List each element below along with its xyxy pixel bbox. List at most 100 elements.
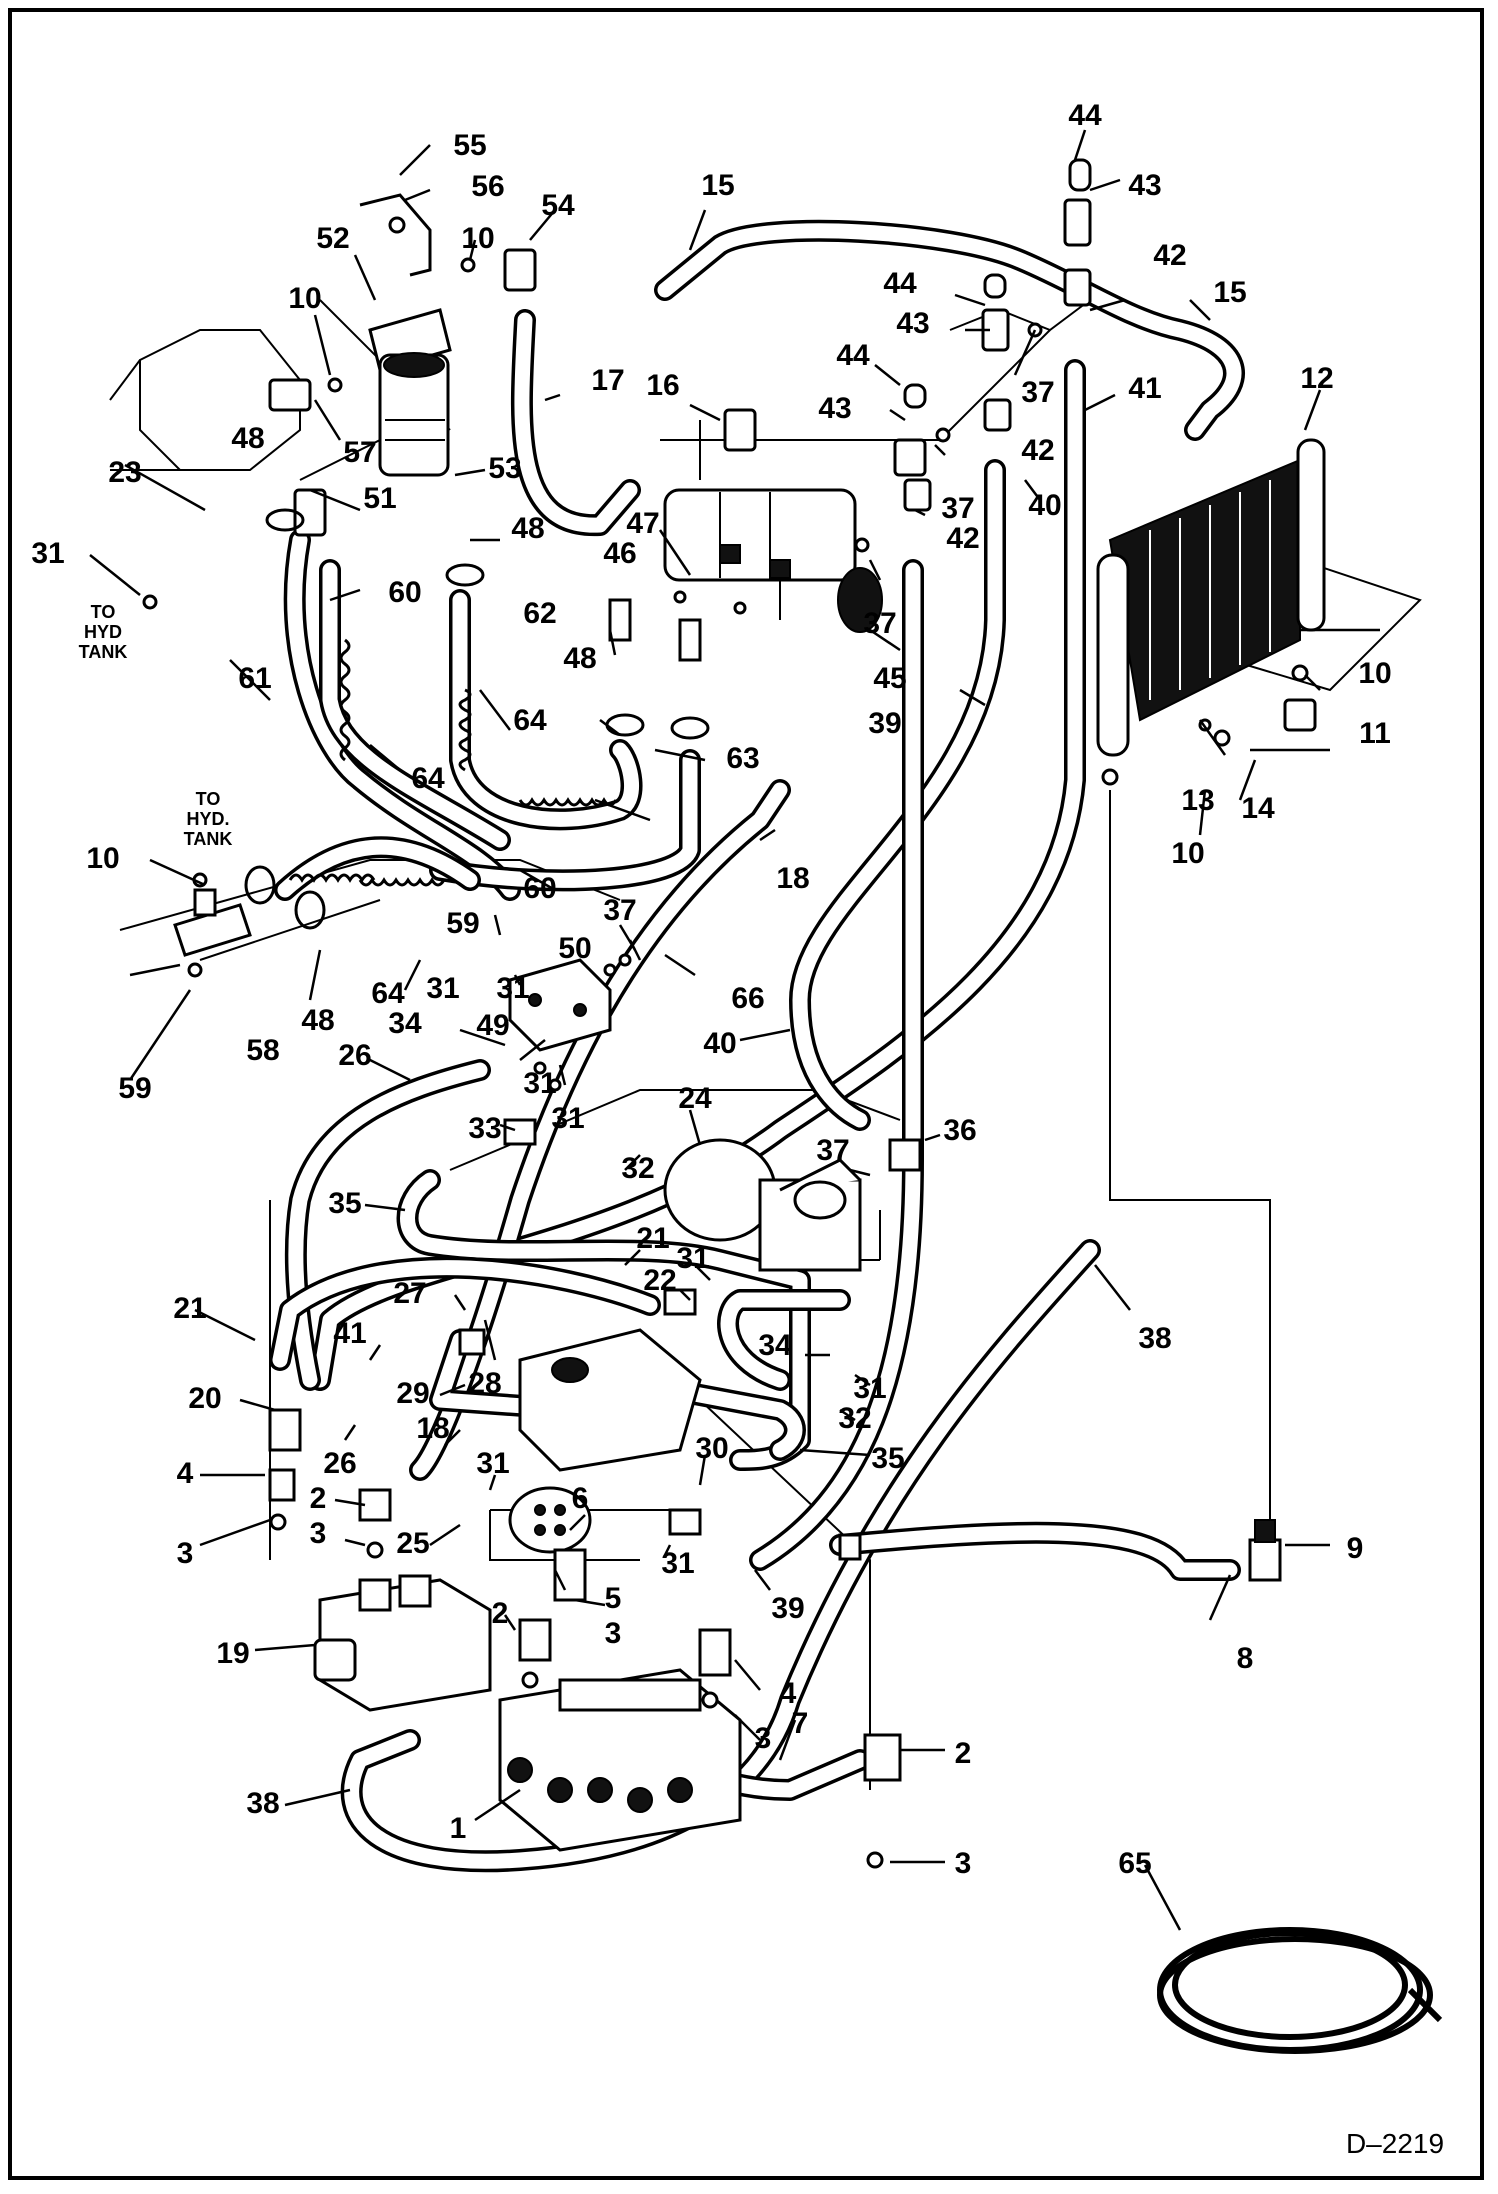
callout-1: 1 bbox=[450, 1812, 467, 1845]
callout-15: 15 bbox=[701, 169, 734, 202]
callout-31: 31 bbox=[661, 1547, 694, 1580]
oil-cooler bbox=[1096, 438, 1326, 757]
callout-35: 35 bbox=[328, 1187, 361, 1220]
callout-59: 59 bbox=[446, 907, 479, 940]
callout-64: 64 bbox=[411, 762, 445, 795]
callout-25: 25 bbox=[396, 1527, 429, 1560]
hose-coil-65 bbox=[1157, 1927, 1443, 2054]
callout-64: 64 bbox=[371, 977, 405, 1010]
callout-45: 45 bbox=[873, 662, 906, 695]
callout-31: 31 bbox=[496, 972, 529, 1005]
note-to-hyd-tank-left-2: HYD bbox=[84, 622, 122, 642]
callout-38: 38 bbox=[246, 1787, 279, 1820]
callout-58: 58 bbox=[246, 1034, 279, 1067]
callout-21: 21 bbox=[636, 1222, 669, 1255]
diagram-frame bbox=[8, 8, 1484, 2180]
callout-30: 30 bbox=[695, 1432, 728, 1465]
callout-43: 43 bbox=[1128, 169, 1161, 202]
callout-37: 37 bbox=[816, 1134, 849, 1167]
accumulator bbox=[663, 1138, 862, 1272]
washers bbox=[142, 216, 1309, 1869]
callout-41: 41 bbox=[333, 1317, 366, 1350]
callout-34: 34 bbox=[388, 1007, 422, 1040]
callout-38: 38 bbox=[1138, 1322, 1171, 1355]
callout-65: 65 bbox=[1118, 1847, 1151, 1880]
callout-15: 15 bbox=[1213, 276, 1246, 309]
valve-1 bbox=[498, 1668, 742, 1852]
callout-9: 9 bbox=[1347, 1532, 1364, 1565]
callout-48: 48 bbox=[563, 642, 596, 675]
callout-32: 32 bbox=[838, 1402, 871, 1435]
note-to-hyd-tank-left-1: TO bbox=[91, 602, 116, 622]
callout-39: 39 bbox=[771, 1592, 804, 1625]
callout-35: 35 bbox=[871, 1442, 904, 1475]
valve-19 bbox=[313, 1574, 492, 1712]
gear-pump bbox=[663, 488, 883, 633]
callout-17: 17 bbox=[591, 364, 624, 397]
callout-10: 10 bbox=[1171, 837, 1204, 870]
callout-41: 41 bbox=[1128, 372, 1161, 405]
callout-43: 43 bbox=[818, 392, 851, 425]
callout-63: 63 bbox=[726, 742, 759, 775]
callout-20: 20 bbox=[188, 1382, 221, 1415]
callout-4: 4 bbox=[177, 1457, 194, 1490]
callout-55: 55 bbox=[453, 129, 486, 162]
callout-2: 2 bbox=[492, 1597, 509, 1630]
callout-42: 42 bbox=[1153, 239, 1186, 272]
callout-7: 7 bbox=[792, 1707, 809, 1740]
callout-27: 27 bbox=[393, 1277, 426, 1310]
callout-52: 52 bbox=[316, 222, 349, 255]
callout-51: 51 bbox=[363, 482, 396, 515]
callout-57: 57 bbox=[343, 436, 376, 469]
callout-26: 26 bbox=[338, 1039, 371, 1072]
callout-66: 66 bbox=[731, 982, 764, 1015]
callout-37: 37 bbox=[941, 492, 974, 525]
callout-3: 3 bbox=[605, 1617, 622, 1650]
hydrostatic-pump bbox=[508, 1328, 702, 1554]
callout-10: 10 bbox=[461, 222, 494, 255]
callout-19: 19 bbox=[216, 1637, 249, 1670]
callout-50: 50 bbox=[558, 932, 591, 965]
callout-3: 3 bbox=[310, 1517, 327, 1550]
callout-3: 3 bbox=[955, 1847, 972, 1880]
callout-39: 39 bbox=[868, 707, 901, 740]
callout-46: 46 bbox=[603, 537, 636, 570]
manifold-block bbox=[508, 958, 612, 1052]
callout-2: 2 bbox=[310, 1482, 327, 1515]
callout-31: 31 bbox=[853, 1372, 886, 1405]
callout-49: 49 bbox=[476, 1009, 509, 1042]
callout-31: 31 bbox=[551, 1102, 584, 1135]
callout-3: 3 bbox=[177, 1537, 194, 1570]
callout-61: 61 bbox=[238, 662, 271, 695]
small-fittings bbox=[268, 158, 1317, 1782]
callout-6: 6 bbox=[572, 1482, 589, 1515]
callout-29: 29 bbox=[396, 1377, 429, 1410]
callout-21: 21 bbox=[173, 1292, 206, 1325]
callout-31: 31 bbox=[476, 1447, 509, 1480]
drawing-number: D–2219 bbox=[1346, 2128, 1444, 2159]
callout-13: 13 bbox=[1181, 784, 1214, 817]
callout-23: 23 bbox=[108, 456, 141, 489]
callout-11: 11 bbox=[1359, 717, 1391, 750]
callout-8: 8 bbox=[1237, 1642, 1254, 1675]
callout-12: 12 bbox=[1300, 362, 1333, 395]
callout-37: 37 bbox=[1021, 376, 1054, 409]
callout-31: 31 bbox=[676, 1242, 709, 1275]
callout-24: 24 bbox=[678, 1082, 712, 1115]
callout-48: 48 bbox=[511, 512, 544, 545]
callout-34: 34 bbox=[758, 1329, 792, 1362]
callout-43: 43 bbox=[896, 307, 929, 340]
callout-37: 37 bbox=[863, 607, 896, 640]
callout-37: 37 bbox=[603, 894, 636, 927]
leader-lines bbox=[89, 129, 1380, 1931]
callout-10: 10 bbox=[86, 842, 119, 875]
callout-22: 22 bbox=[643, 1264, 676, 1297]
callout-3: 3 bbox=[755, 1722, 772, 1755]
callout-42: 42 bbox=[946, 522, 979, 555]
tank-notes: TO HYD TANK TO HYD. TANK bbox=[79, 602, 233, 849]
callout-28: 28 bbox=[468, 1367, 501, 1400]
callout-54: 54 bbox=[541, 189, 575, 222]
callout-18: 18 bbox=[776, 862, 809, 895]
callout-44: 44 bbox=[836, 339, 870, 372]
